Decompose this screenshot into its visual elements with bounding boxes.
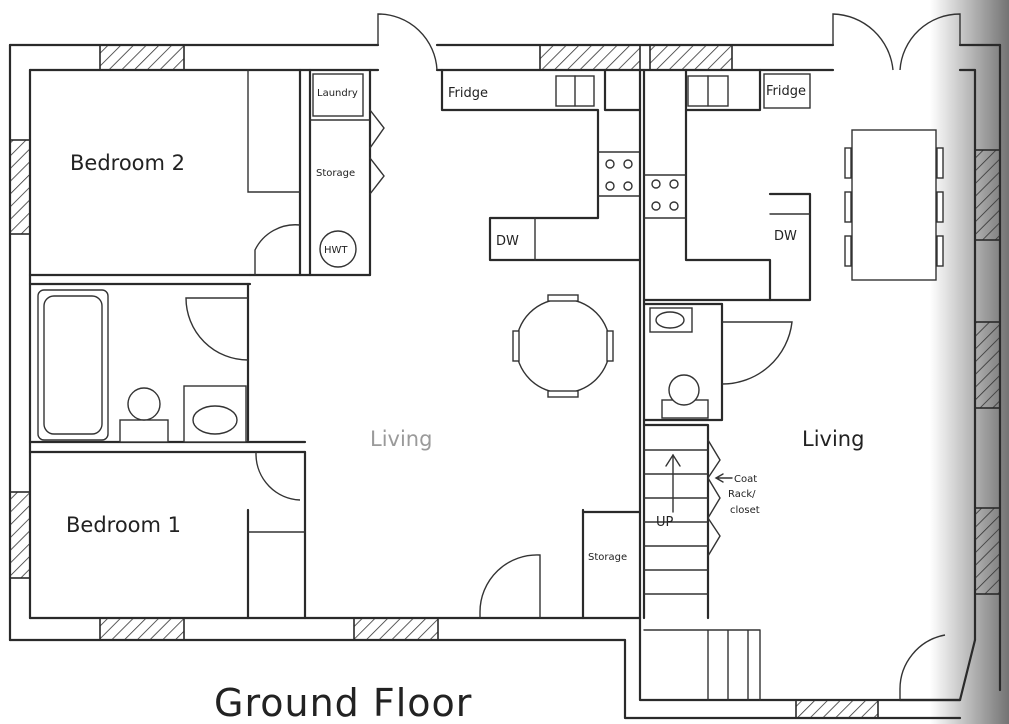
laundry-label: Laundry bbox=[317, 88, 358, 99]
fridge-left-label: Fridge bbox=[448, 86, 488, 101]
coat-rack-label-1: Coat bbox=[734, 474, 757, 485]
storage-lower bbox=[581, 508, 642, 620]
kitchen-fixtures-right bbox=[687, 73, 811, 215]
room-label-living-right: Living bbox=[802, 427, 864, 451]
bath-fixtures-right bbox=[649, 307, 793, 419]
windows bbox=[9, 44, 1001, 719]
plan-title: Ground Floor bbox=[214, 681, 472, 724]
room-label-bedroom-2: Bedroom 2 bbox=[70, 151, 185, 175]
stairs bbox=[642, 423, 761, 701]
interior-walls-right bbox=[638, 68, 812, 620]
kitchen-counters-left bbox=[440, 68, 642, 262]
room-label-bedroom-1: Bedroom 1 bbox=[66, 513, 181, 537]
fridge-right-label: Fridge bbox=[766, 84, 806, 99]
storage-upper-label: Storage bbox=[316, 168, 355, 179]
stairs-up-label: UP bbox=[656, 515, 674, 530]
interior-doors-left bbox=[185, 224, 541, 618]
dining-table-right bbox=[844, 129, 944, 281]
dining-table-left bbox=[512, 294, 614, 398]
stove-left bbox=[605, 159, 633, 191]
interior-walls-left bbox=[28, 68, 372, 620]
labels: Bedroom 2 Bedroom 1 Living Living Laundr… bbox=[66, 84, 864, 724]
room-label-living-left: Living bbox=[370, 427, 432, 451]
coat-rack-label-3: closet bbox=[730, 505, 760, 516]
stove-right bbox=[651, 179, 679, 211]
dw-right-label: DW bbox=[774, 229, 797, 244]
bath-fixtures-left bbox=[37, 289, 247, 443]
dw-left-label: DW bbox=[496, 234, 519, 249]
hwt-label: HWT bbox=[324, 245, 348, 256]
laundry-storage-column bbox=[309, 73, 385, 268]
storage-lower-label: Storage bbox=[588, 552, 627, 563]
entry-doors bbox=[377, 13, 961, 700]
coat-rack-label-2: Rack/ bbox=[728, 489, 756, 500]
